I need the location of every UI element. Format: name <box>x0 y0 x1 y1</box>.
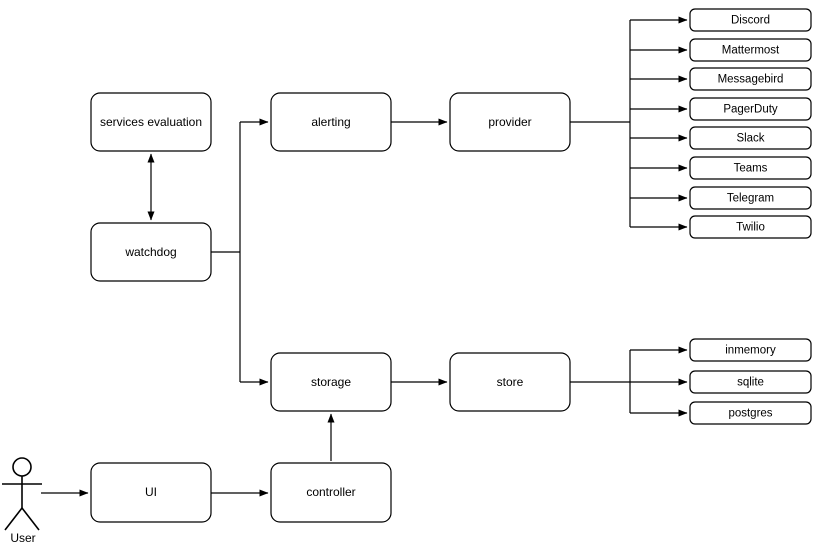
node-controller-box[interactable] <box>270 462 392 523</box>
actor-label: User <box>10 531 35 545</box>
node-watchdog[interactable]: watchdog <box>90 222 212 282</box>
node-provider-box[interactable] <box>449 92 571 152</box>
leaf-messagebird[interactable]: Messagebird <box>689 67 812 91</box>
node-watchdog-label: watchdog <box>124 245 176 259</box>
leaf-teams-label: Teams <box>734 163 768 175</box>
node-ui[interactable]: UI <box>90 462 212 523</box>
leaf-discord[interactable]: Discord <box>689 8 812 32</box>
leaf-mattermost[interactable]: Mattermost <box>689 38 812 62</box>
leaf-slack-box[interactable] <box>689 126 812 150</box>
node-store-label: store <box>497 375 524 389</box>
node-alerting-box[interactable] <box>270 92 392 152</box>
leaf-sqlite[interactable]: sqlite <box>689 370 812 394</box>
leaf-pagerduty-box[interactable] <box>689 97 812 121</box>
leaf-twilio-label: Twilio <box>736 222 765 234</box>
node-services-evaluation-box[interactable] <box>90 92 212 152</box>
node-storage-label: storage <box>311 375 351 389</box>
node-ui-box[interactable] <box>90 462 212 523</box>
node-alerting[interactable]: alerting <box>270 92 392 152</box>
node-layer: services evaluation watchdog alerting pr… <box>90 92 571 523</box>
store-leaf-group: inmemory sqlite postgres <box>689 338 812 425</box>
leaf-sqlite-label: sqlite <box>737 377 764 389</box>
leaf-messagebird-box[interactable] <box>689 67 812 91</box>
leaf-pagerduty[interactable]: PagerDuty <box>689 97 812 121</box>
leaf-mattermost-label: Mattermost <box>722 45 780 57</box>
leaf-teams-box[interactable] <box>689 156 812 180</box>
leaf-slack-label: Slack <box>736 133 764 145</box>
leaf-twilio-box[interactable] <box>689 215 812 239</box>
node-provider-label: provider <box>488 115 531 129</box>
leaf-telegram[interactable]: Telegram <box>689 186 812 210</box>
node-ui-label: UI <box>145 485 157 499</box>
leaf-discord-box[interactable] <box>689 8 812 32</box>
leaf-teams[interactable]: Teams <box>689 156 812 180</box>
leaf-mattermost-box[interactable] <box>689 38 812 62</box>
actor-left-leg-line <box>4 507 23 531</box>
node-watchdog-box[interactable] <box>90 222 212 282</box>
stick-figure-actor-icon <box>12 457 32 477</box>
node-services-evaluation[interactable]: services evaluation <box>90 92 212 152</box>
leaf-twilio[interactable]: Twilio <box>689 215 812 239</box>
edge-layer <box>41 16 688 497</box>
node-controller[interactable]: controller <box>270 462 392 523</box>
node-alerting-label: alerting <box>311 115 350 129</box>
leaf-pagerduty-label: PagerDuty <box>723 104 778 116</box>
leaf-postgres-box[interactable] <box>689 401 812 425</box>
node-services-evaluation-label: services evaluation <box>100 115 202 129</box>
leaf-inmemory-box[interactable] <box>689 338 812 362</box>
leaf-telegram-box[interactable] <box>689 186 812 210</box>
leaf-inmemory[interactable]: inmemory <box>689 338 812 362</box>
actor-right-leg-line <box>21 507 40 531</box>
node-controller-label: controller <box>306 485 355 499</box>
leaf-messagebird-label: Messagebird <box>718 74 784 86</box>
leaf-postgres-label: postgres <box>728 408 772 420</box>
node-storage-box[interactable] <box>270 352 392 412</box>
leaf-sqlite-box[interactable] <box>689 370 812 394</box>
node-storage[interactable]: storage <box>270 352 392 412</box>
provider-leaf-group: Discord Mattermost Messagebird PagerDuty… <box>689 8 812 239</box>
node-provider[interactable]: provider <box>449 92 571 152</box>
node-store[interactable]: store <box>449 352 571 412</box>
actor-user[interactable]: User <box>2 457 42 545</box>
leaf-telegram-label: Telegram <box>727 193 774 205</box>
leaf-postgres[interactable]: postgres <box>689 401 812 425</box>
node-store-box[interactable] <box>449 352 571 412</box>
leaf-inmemory-label: inmemory <box>725 345 776 357</box>
leaf-slack[interactable]: Slack <box>689 126 812 150</box>
leaf-discord-label: Discord <box>731 15 770 27</box>
